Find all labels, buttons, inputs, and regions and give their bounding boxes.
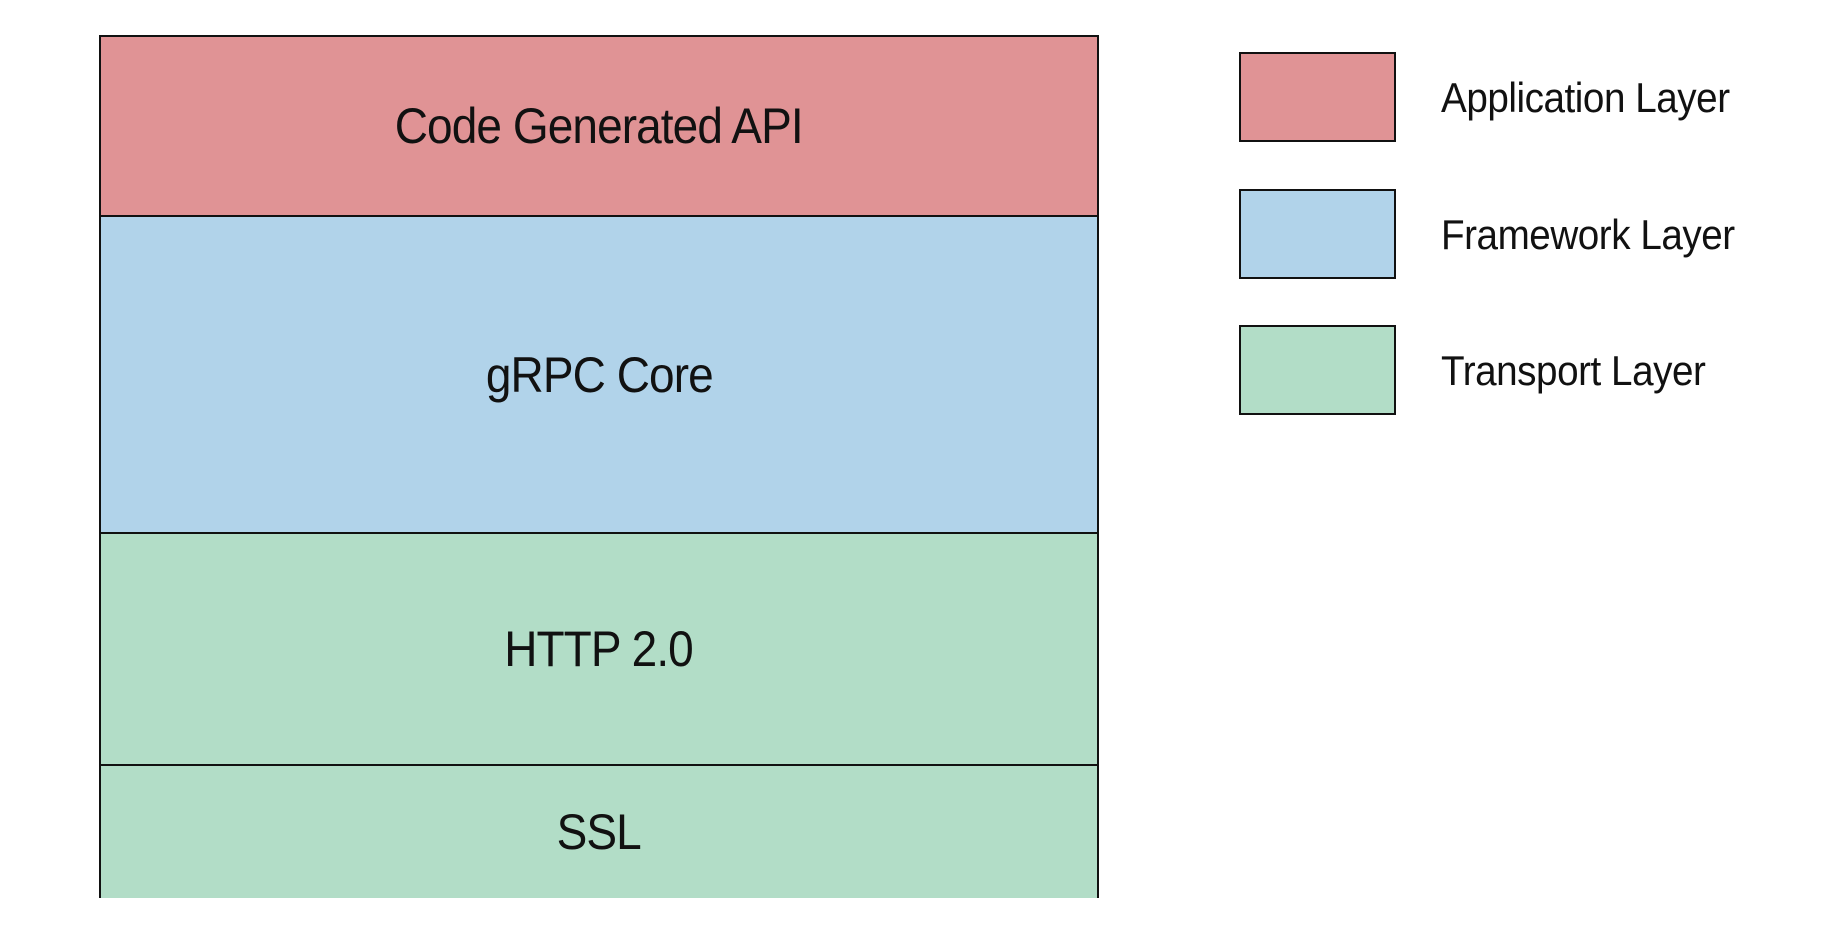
legend-label-framework-layer: Framework Layer	[1441, 211, 1735, 258]
layer-label-grpc-core: gRPC Core	[485, 346, 714, 403]
legend-item-framework-layer: Framework Layer	[1239, 189, 1759, 279]
layer-ssl: SSL	[101, 766, 1097, 898]
layer-label-code-generated-api: Code Generated API	[395, 98, 804, 154]
grpc-layer-stack: Code Generated API gRPC Core HTTP 2.0 SS…	[99, 35, 1099, 898]
layer-label-ssl: SSL	[556, 804, 642, 860]
legend-swatch-application	[1239, 52, 1396, 142]
legend: Application Layer Framework Layer Transp…	[1239, 52, 1759, 422]
layer-http-2: HTTP 2.0	[101, 534, 1097, 766]
legend-label-application-layer: Application Layer	[1441, 74, 1730, 121]
layer-code-generated-api: Code Generated API	[101, 37, 1097, 217]
legend-item-transport-layer: Transport Layer	[1239, 325, 1759, 415]
legend-label-transport-layer: Transport Layer	[1441, 347, 1706, 394]
legend-swatch-framework	[1239, 189, 1396, 279]
layer-grpc-core: gRPC Core	[101, 217, 1097, 534]
legend-item-application-layer: Application Layer	[1239, 52, 1759, 142]
layer-label-http-2: HTTP 2.0	[504, 621, 695, 677]
legend-swatch-transport	[1239, 325, 1396, 415]
